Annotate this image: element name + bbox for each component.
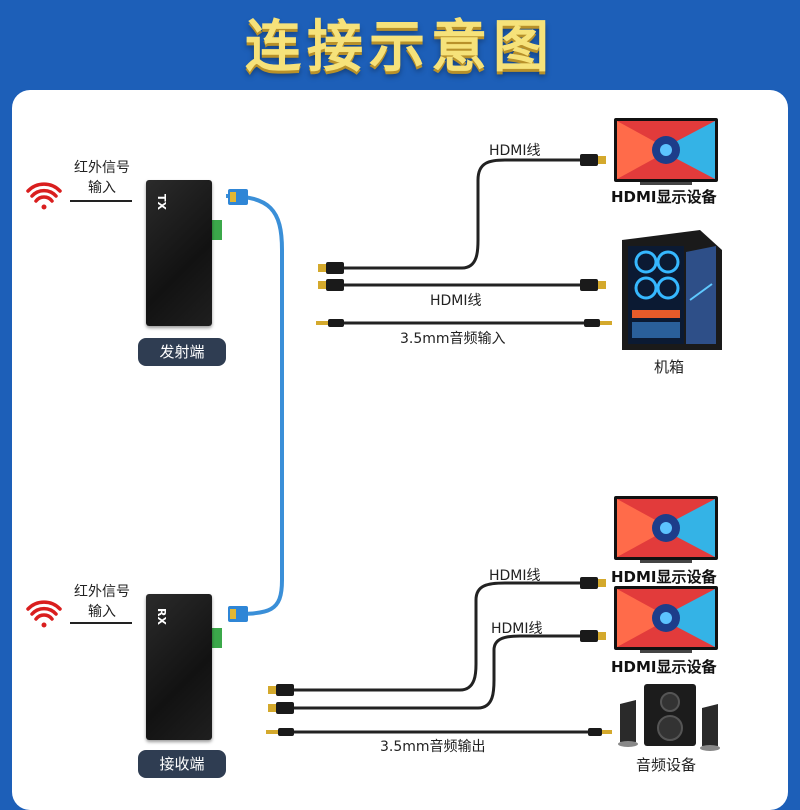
ir-label-line2: 输入 xyxy=(88,604,116,620)
ir-input-label-tx: 红外信号 输入 xyxy=(62,158,142,198)
monitor-icon xyxy=(614,586,718,653)
cable-tx-hdmi-display xyxy=(344,158,580,270)
tx-device-label: 发射端 xyxy=(138,338,226,366)
cable-rx-hdmi-display-1 xyxy=(294,581,580,692)
rj45-connector-tx xyxy=(228,189,248,205)
hdmi-plug-icon xyxy=(268,684,294,714)
hdmi-plug-icon xyxy=(318,262,344,291)
monitor-icon xyxy=(614,118,718,185)
terminal-block-icon xyxy=(212,628,222,648)
audio-jack-icon xyxy=(588,728,612,736)
rx-device-label: 接收端 xyxy=(138,750,226,778)
network-cable xyxy=(225,194,284,616)
rx-device: RX xyxy=(146,594,212,740)
cable-label-hdmi: HDMI线 xyxy=(489,143,541,159)
ir-input-label-rx: 红外信号 输入 xyxy=(62,582,142,622)
cable-label-audio: 3.5mm音频输入 xyxy=(400,331,506,347)
ir-label-line1: 红外信号 xyxy=(74,584,130,600)
audio-jack-icon xyxy=(266,728,294,736)
target-label-pc: 机箱 xyxy=(654,358,685,376)
ir-input-line xyxy=(70,200,132,202)
audio-jack-icon xyxy=(584,319,612,327)
terminal-block-icon xyxy=(212,220,222,240)
cable-rx-hdmi-display-2 xyxy=(294,634,580,710)
cable-label-hdmi: HDMI线 xyxy=(489,568,541,584)
monitor-icon xyxy=(614,496,718,563)
rj45-connector-rx xyxy=(228,606,248,622)
hdmi-plug-icon xyxy=(580,577,606,642)
page-title: 连接示意图 xyxy=(245,15,555,80)
ir-input-line xyxy=(70,622,132,624)
target-label-display-1: HDMI显示设备 xyxy=(611,568,717,586)
pc-case-icon xyxy=(622,230,722,350)
audio-jack-icon xyxy=(316,319,344,327)
wifi-icon xyxy=(26,182,62,210)
cable-label-hdmi: HDMI线 xyxy=(491,621,543,637)
target-label-display: HDMI显示设备 xyxy=(611,188,717,206)
wifi-icon xyxy=(26,600,62,628)
speakers-icon xyxy=(618,684,720,751)
device-code: RX xyxy=(155,608,168,625)
target-label-display-2: HDMI显示设备 xyxy=(611,658,717,676)
hdmi-plug-icon xyxy=(580,154,606,291)
target-label-speakers: 音频设备 xyxy=(636,756,697,774)
ir-label-line2: 输入 xyxy=(88,180,116,196)
device-code: TX xyxy=(155,194,168,210)
ir-label-line1: 红外信号 xyxy=(74,160,130,176)
cable-label-hdmi: HDMI线 xyxy=(430,293,482,309)
cable-label-audio: 3.5mm音频输出 xyxy=(380,739,486,755)
tx-device: TX xyxy=(146,180,212,326)
